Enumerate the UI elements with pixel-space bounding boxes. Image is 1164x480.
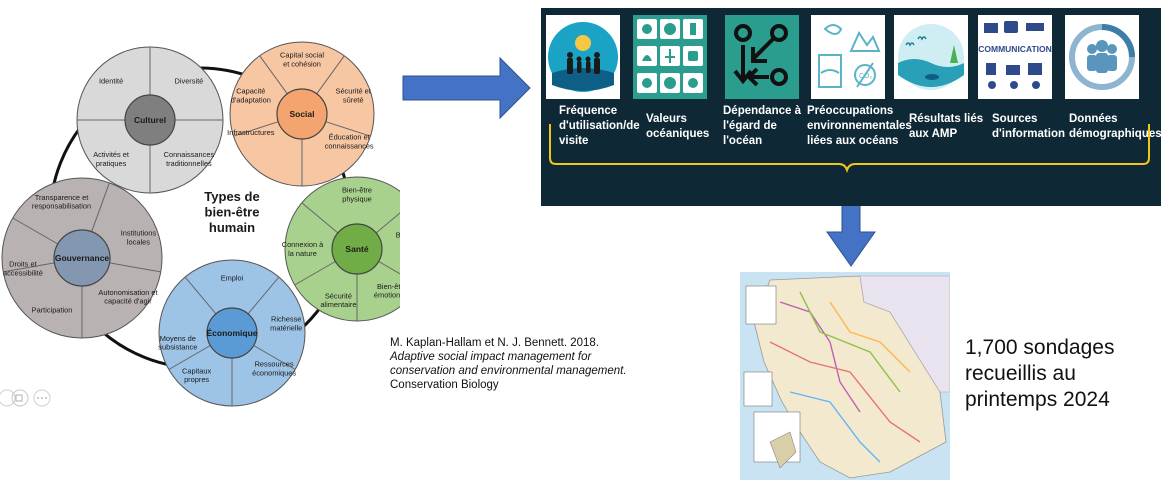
tile-demographics [1065, 15, 1139, 99]
domain-divider [378, 261, 400, 275]
prev-control-icon[interactable] [0, 389, 16, 407]
tile-frequency [546, 15, 620, 99]
tile-dependency [725, 15, 799, 99]
domain-divider [91, 182, 110, 232]
domain-item: Emploi [221, 274, 244, 283]
domain-hub [124, 94, 176, 146]
domain-item: Diversité [175, 77, 204, 86]
domain-divider [184, 276, 217, 315]
domain-divider [294, 261, 336, 286]
domain-divider [259, 55, 288, 95]
ocean-values-grid-icon [633, 15, 707, 99]
domain-item: Participation [32, 306, 73, 315]
tile-ocean-values [633, 15, 707, 99]
domain-divider [301, 202, 339, 234]
domain-hub [206, 307, 258, 359]
domain-divider [253, 345, 296, 370]
british-columbia-map [740, 272, 950, 480]
cropped-text-line [581, 198, 1141, 206]
domain-divider [247, 276, 280, 315]
domain-name: Gouvernance [55, 253, 110, 263]
domain-item: Bien-êtremental [396, 231, 400, 249]
tile-mpa [894, 15, 968, 99]
citation: M. Kaplan-Hallam et N. J. Bennett. 2018.… [390, 336, 630, 392]
tile-information: COMMUNICATION [978, 15, 1052, 99]
domain-divider [233, 121, 279, 137]
categories-bracket [549, 124, 1150, 174]
surveys-line-2: recueillis au [965, 362, 1076, 385]
domain-divider [12, 217, 59, 245]
citation-title-2: conservation and environmental managemen… [390, 365, 627, 377]
domain-divider [375, 212, 400, 234]
domain-hub [53, 229, 111, 287]
communication-icon: COMMUNICATION [978, 15, 1052, 99]
right-arrow [402, 56, 531, 120]
domain-name: Santé [345, 244, 368, 254]
family-beach-icon [546, 15, 620, 99]
demographics-icon [1065, 15, 1139, 99]
communication-icon-text: COMMUNICATION [978, 44, 1052, 54]
domain-item: Infrastructures [227, 128, 275, 137]
domain-divider [109, 262, 161, 273]
surveys-line-1: 1,700 sondages [965, 336, 1115, 359]
domain-divider [325, 121, 371, 137]
domain-name: Économique [206, 328, 257, 338]
domain-name: Social [289, 109, 314, 119]
survey-categories-banner: CO₂ COMMUNICATION [541, 8, 1161, 206]
domain-divider [168, 345, 211, 370]
domain-name: Culturel [134, 115, 166, 125]
domain-divider [3, 262, 55, 273]
domain-hub [276, 88, 328, 140]
more-options-icon[interactable] [33, 389, 51, 407]
tile-environment: CO₂ [811, 15, 885, 99]
environment-concerns-icon: CO₂ [811, 15, 885, 99]
domain-hub [331, 223, 383, 275]
mpa-results-icon [894, 15, 968, 99]
slideshow-controls [0, 389, 51, 407]
video-control-icon[interactable] [11, 389, 29, 407]
domain-divider [316, 55, 345, 95]
domain-item: Bien-êtreémotionnel [374, 282, 400, 300]
surveys-summary: 1,700 sondages recueillis au printemps 2… [965, 335, 1114, 413]
svg-text:CO₂: CO₂ [859, 73, 873, 80]
surveys-line-3: printemps 2024 [965, 388, 1110, 411]
domain-item: Identité [99, 77, 123, 86]
citation-authors: M. Kaplan-Hallam et N. J. Bennett. 2018. [390, 337, 600, 349]
citation-journal: Conservation Biology [390, 379, 499, 391]
dependency-arrows-icon [725, 15, 799, 99]
citation-title-1: Adaptive social impact management for [390, 351, 592, 363]
